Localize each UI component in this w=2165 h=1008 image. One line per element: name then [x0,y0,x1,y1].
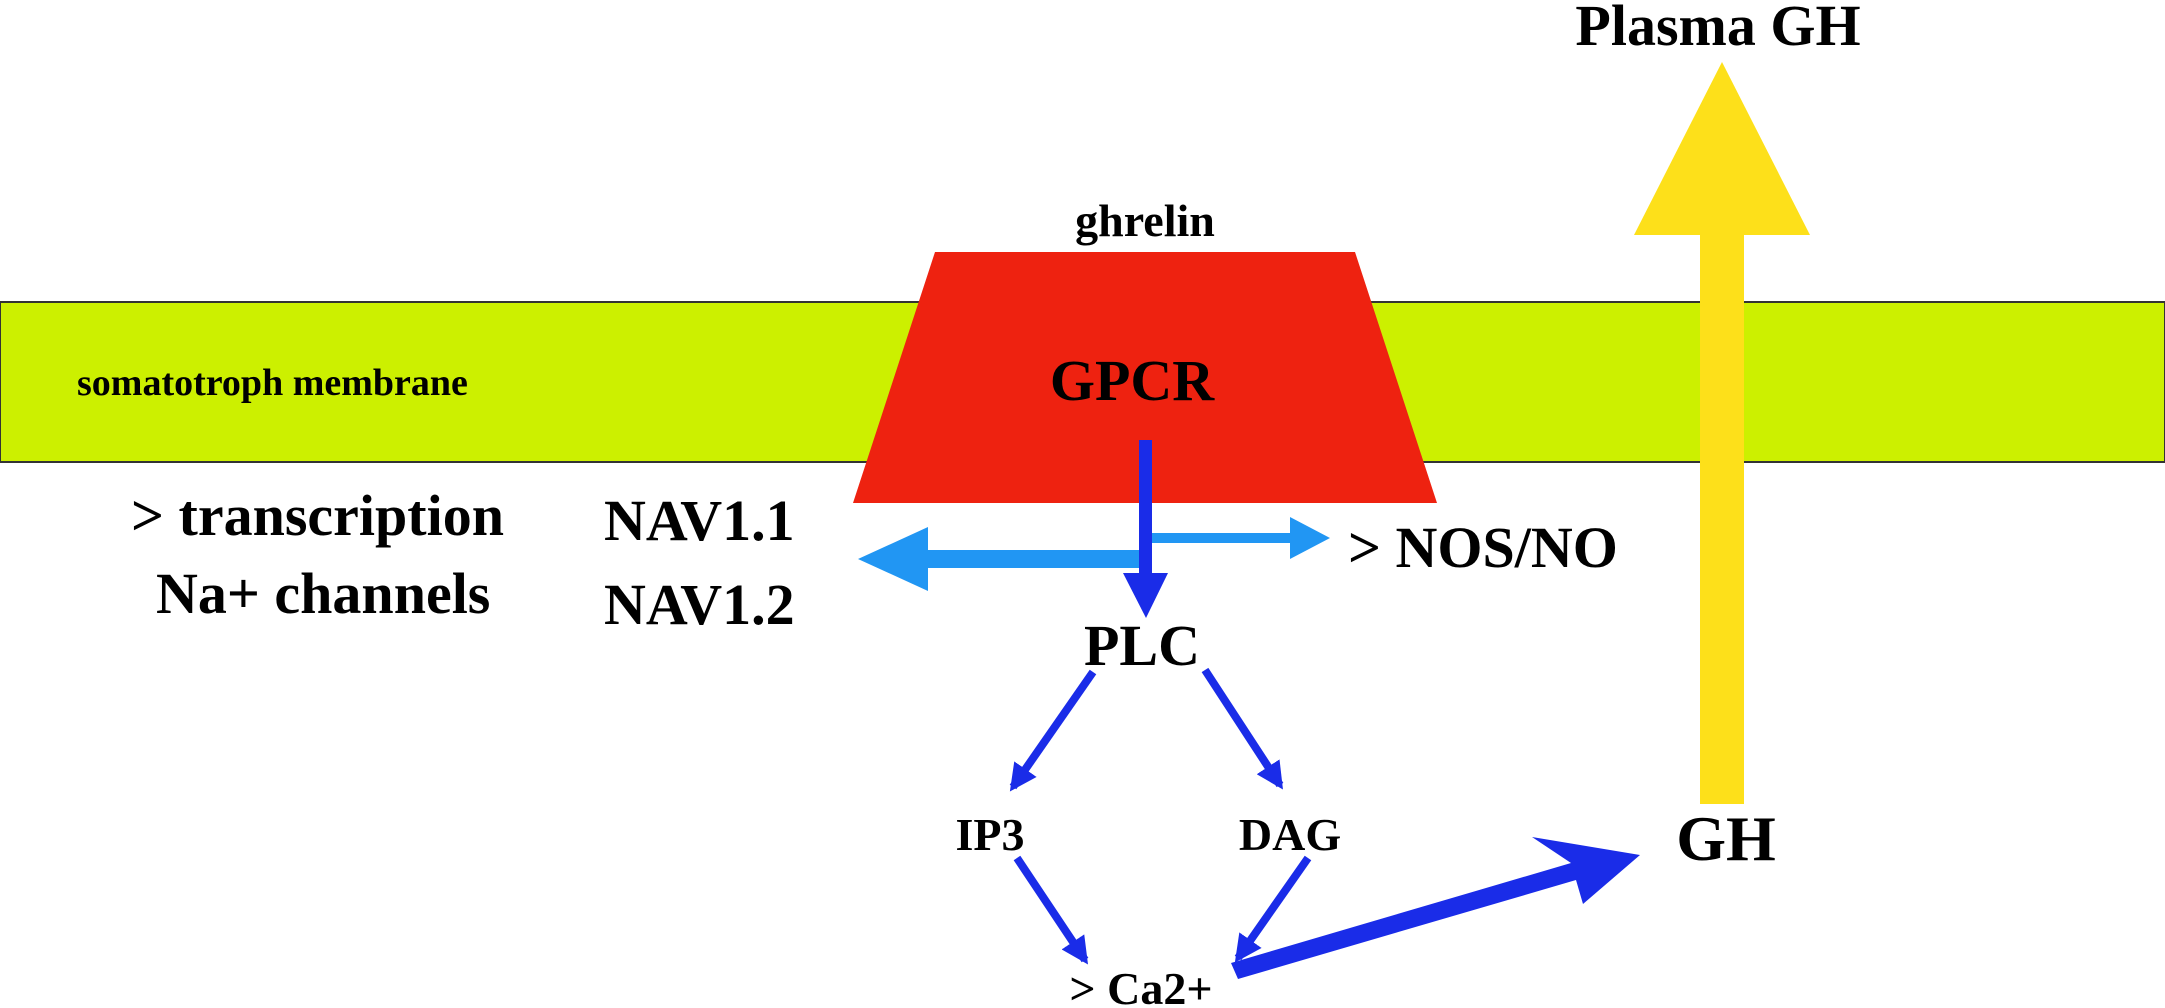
gpcr-label: GPCR [1050,348,1215,413]
na-channel-arrow-head [858,527,928,591]
plasma-gh-label: Plasma GH [1575,0,1860,58]
ghrelin-label: ghrelin [1075,195,1215,246]
dag-label: DAG [1239,809,1341,860]
ca2-to-gh-arrow [1231,837,1640,979]
plc-label: PLC [1084,613,1200,678]
na-channels-label: Na+ channels [156,561,490,626]
ca2-label: > Ca2+ [1069,963,1212,1008]
gpcr-to-plc-arrow-head [1123,573,1168,618]
nav12-label: NAV1.2 [604,572,795,637]
nos-arrow-head [1290,517,1330,559]
gpcr-to-plc-arrow-shaft [1139,440,1152,575]
gpcr-receptor-shape [853,252,1437,503]
plc-to-dag-arrow [1201,667,1284,790]
dag-to-ca2-arrow [1234,855,1312,963]
ip3-to-ca2-arrow [1013,855,1089,965]
plc-to-ip3-arrow [1009,669,1097,792]
transcription-label: > transcription [131,483,504,548]
ip3-label: IP3 [956,809,1025,860]
gh-release-arrow-shaft [1700,232,1744,804]
nos-arrow-shaft [1150,533,1295,543]
membrane-label: somatotroph membrane [77,362,468,404]
gh-release-arrow-head [1634,62,1810,235]
na-channel-arrow-shaft [922,550,1152,568]
nav11-label: NAV1.1 [604,488,795,553]
gh-label: GH [1676,803,1776,874]
nos-no-label: > NOS/NO [1348,515,1618,580]
